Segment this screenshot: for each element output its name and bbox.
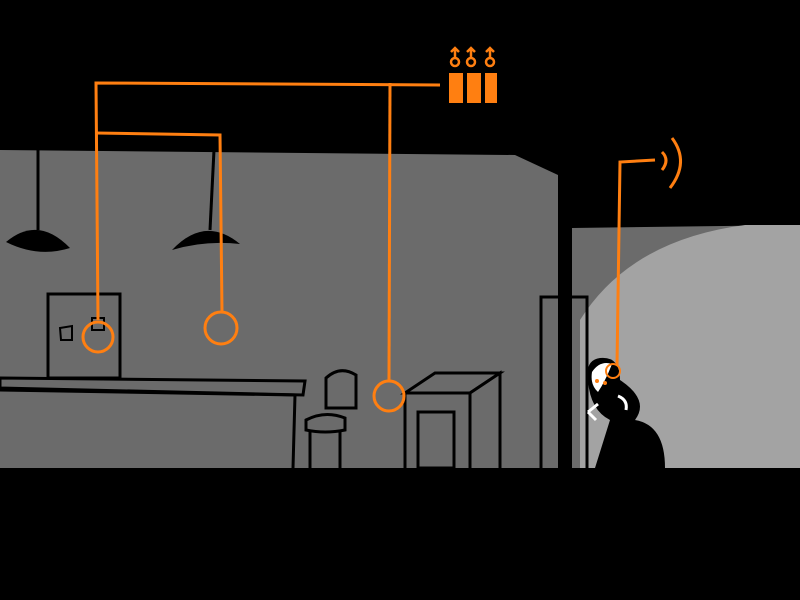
orange-strings (94, 81, 656, 381)
desk[interactable] (400, 370, 505, 470)
hud-bar (485, 73, 497, 103)
hud-bars (449, 73, 497, 103)
male-symbol-icon (484, 46, 496, 68)
hud-bar (467, 73, 481, 103)
pillar (558, 150, 572, 470)
hud-bar (449, 73, 463, 103)
door-frame[interactable] (539, 295, 589, 468)
pull-ring-3[interactable] (372, 379, 406, 413)
pull-ring-1[interactable] (81, 320, 115, 354)
male-symbol-icon (465, 46, 477, 68)
pull-ring-2[interactable] (203, 310, 239, 346)
ceiling-lamp-right[interactable] (172, 149, 240, 250)
ceiling-lamp-left[interactable] (6, 150, 70, 252)
sound-waves-icon (660, 137, 682, 189)
pull-ring-4[interactable] (605, 363, 621, 379)
floor (0, 468, 800, 600)
male-symbol-icon (449, 46, 461, 68)
counter[interactable] (0, 376, 307, 469)
male-symbol-icons (449, 46, 496, 68)
chair[interactable] (304, 369, 358, 468)
